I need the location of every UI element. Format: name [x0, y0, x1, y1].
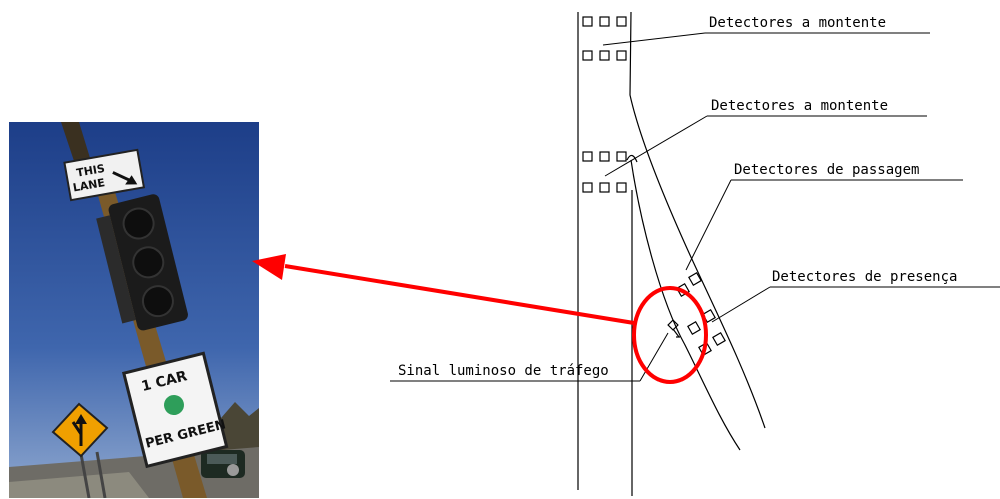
one-car-per-green-sign: 1 CAR PER GREEN	[121, 351, 229, 469]
green-lamp	[141, 285, 174, 318]
merge-warning-sign	[51, 402, 109, 498]
traffic-signal-photo: THIS LANE 1 CAR PER GREEN	[9, 122, 259, 498]
photo-illustration: THIS LANE 1 CAR PER GREEN	[9, 122, 259, 498]
this-lane-sign: THIS LANE	[63, 148, 146, 202]
this-lane-text-1: THIS	[75, 162, 106, 180]
signal-symbol	[667, 319, 680, 338]
road-lines	[577, 11, 766, 496]
traffic-light-head	[96, 194, 188, 331]
car	[201, 450, 245, 478]
label-upstream-detectors-2: Detectores a montente	[711, 98, 888, 114]
label-traffic-signal: Sinal luminoso de tráfego	[398, 363, 609, 379]
highlight-arrow-line	[284, 264, 635, 325]
highlight-circle	[632, 286, 708, 384]
this-lane-text-2: LANE	[72, 176, 106, 194]
leader-lines	[390, 32, 1000, 382]
upstream-detectors	[582, 16, 627, 193]
green-dot	[164, 395, 184, 415]
ground	[9, 472, 149, 498]
label-upstream-detectors-1: Detectores a montente	[709, 15, 886, 31]
label-passage-detectors: Detectores de passagem	[734, 162, 919, 178]
label-presence-detectors: Detectores de presença	[772, 269, 957, 285]
highlight-arrowhead	[252, 254, 286, 280]
amber-lamp	[132, 246, 165, 279]
red-lamp	[122, 207, 155, 240]
